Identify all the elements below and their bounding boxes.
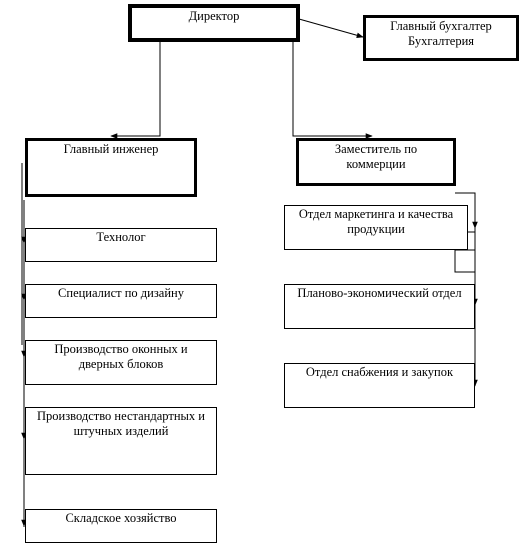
deputy-commerce-line2: коммерции xyxy=(346,157,406,171)
unit-label: Планово-экономический отдел xyxy=(297,286,462,300)
unit-nonstandard-production: Производство нестандартных и штучных изд… xyxy=(25,407,217,475)
chief-accountant-box: Главный бухгалтер Бухгалтерия xyxy=(363,15,519,61)
unit-label-line1: Производство оконных и xyxy=(54,342,188,356)
unit-label: Складское хозяйство xyxy=(65,511,177,525)
unit-label: Технолог xyxy=(96,230,146,244)
unit-label: Отдел снабжения и закупок xyxy=(305,365,454,379)
unit-window-door-production: Производство оконных и дверных блоков xyxy=(25,340,217,385)
unit-technolog: Технолог xyxy=(25,228,217,262)
unit-label-line2: дверных блоков xyxy=(78,357,164,371)
deputy-commerce-box: Заместитель по коммерции xyxy=(296,138,456,186)
unit-designer: Специалист по дизайну xyxy=(25,284,217,318)
unit-warehouse: Складское хозяйство xyxy=(25,509,217,543)
unit-label: Специалист по дизайну xyxy=(58,286,184,300)
unit-label-line1: Отдел маркетинга и качества xyxy=(298,207,454,221)
unit-label-line2: штучных изделий xyxy=(73,424,169,438)
director-label: Директор xyxy=(188,9,240,23)
arrow-director-to-accountant xyxy=(298,18,364,38)
arrow-director-to-engineer xyxy=(110,42,161,139)
unit-marketing-quality: Отдел маркетинга и качества продукции xyxy=(284,205,468,250)
chief-engineer-box: Главный инженер xyxy=(25,138,197,197)
unit-label-line2: продукции xyxy=(347,222,405,236)
unit-planning-economics: Планово-экономический отдел xyxy=(284,284,475,329)
unit-label-line1: Производство нестандартных и xyxy=(37,409,205,423)
unit-supply-procurement: Отдел снабжения и закупок xyxy=(284,363,475,408)
arrow-director-to-deputy xyxy=(292,42,373,139)
chief-accountant-line2: Бухгалтерия xyxy=(407,34,475,48)
chief-accountant-line1: Главный бухгалтер xyxy=(390,19,492,33)
director-box: Директор xyxy=(128,4,300,42)
deputy-commerce-line1: Заместитель по xyxy=(334,142,418,156)
deputy-right-spine xyxy=(455,192,476,386)
chief-engineer-label: Главный инженер xyxy=(63,142,159,156)
